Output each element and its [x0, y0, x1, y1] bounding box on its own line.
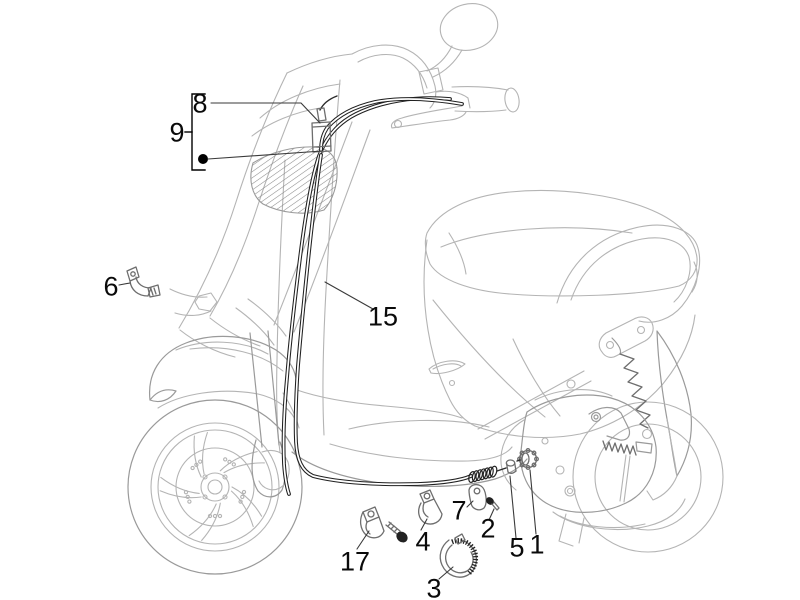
callout-9-dot [198, 154, 208, 164]
part-adjuster-nut-5 [505, 459, 517, 474]
rear-body [423, 224, 701, 501]
part-cable-end-spring [468, 465, 507, 483]
callout-label-5: 5 [509, 532, 525, 563]
part-cable-adjuster-8 [311, 107, 332, 153]
part-bracket-17 [359, 506, 408, 543]
callout-label-3: 3 [426, 573, 442, 600]
callout-label-2: 2 [480, 513, 496, 544]
part-knurled-adjuster-1 [516, 448, 539, 470]
seat [424, 190, 698, 297]
part-plate-7 [468, 483, 487, 511]
scooter-front-body [169, 3, 520, 453]
callout-label-7: 7 [451, 495, 467, 526]
part-bracket-4 [418, 489, 443, 525]
callout-label-1: 1 [529, 529, 545, 560]
part-clamp-6 [126, 266, 161, 298]
engine-transmission [477, 337, 686, 547]
callout-label-6: 6 [103, 271, 119, 302]
front-wheel [127, 330, 303, 575]
part-screw-2 [486, 497, 500, 511]
callout-label-17: 17 [339, 546, 371, 577]
callout-label-4: 4 [415, 526, 431, 557]
transmission-cables [281, 95, 473, 496]
part-hose-clamp-3 [439, 533, 479, 578]
callout-label-15: 15 [367, 301, 399, 332]
callout-label-8: 8 [192, 88, 208, 119]
callout-label-9: 9 [169, 117, 185, 148]
callout-leaders [118, 93, 537, 580]
front-fender [148, 335, 297, 420]
